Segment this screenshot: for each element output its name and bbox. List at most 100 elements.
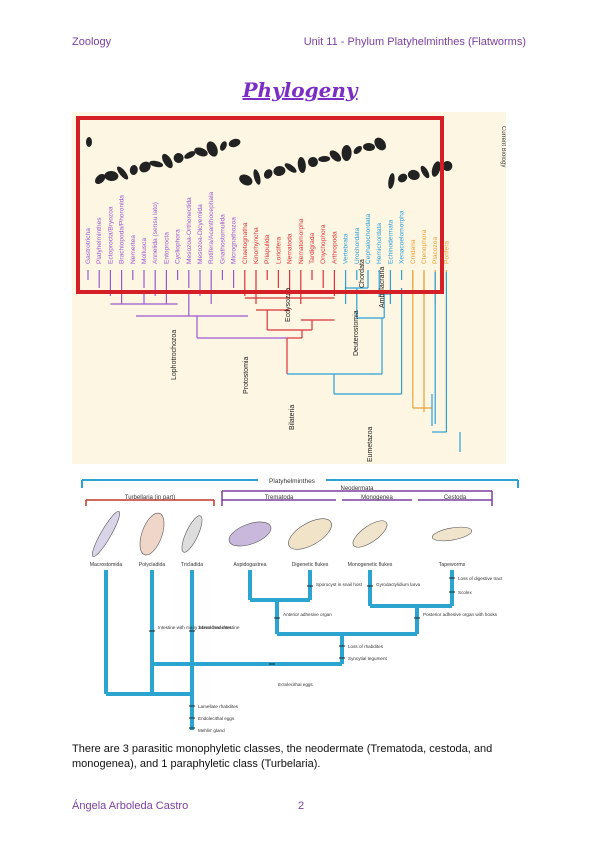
taxon-label-loricifera: Loricifera (275, 237, 282, 264)
organism-label-macrostomida: Macrostomida (90, 562, 123, 568)
animal-silhouette-vertebrata (341, 145, 352, 161)
trait-loss-rhabdites: Loss of rhabdites (348, 644, 384, 649)
animal-silhouette-hemichordata (374, 137, 387, 151)
clade-label-eumetazoa: Eumetazoa (367, 426, 374, 462)
cladogram-branches (81, 479, 519, 730)
organism-label-tricladida: Tricladida (181, 562, 203, 568)
phylum-label-bg (258, 474, 326, 485)
trait-intestine-many: Intestine with many lateral branches (158, 625, 232, 630)
worm-illustration-polycladida (139, 512, 165, 556)
taxon-label-annelida-sensu-lato: Annelida (sensu lato) (152, 202, 159, 264)
animal-silhouette-mollusca (139, 161, 151, 173)
clade-label-lophotrochozoa: Lophotrochozoa (171, 330, 178, 380)
animal-silhouette-mesozoa-orthonectida (184, 151, 196, 159)
trait-intestine-three: 3 branched intestine (198, 625, 240, 630)
trait-gyrodactylidium: Gyrodactylidium larva (376, 582, 421, 587)
organism-label-polycladida: Polycladida (139, 562, 166, 568)
animal-silhouette-kinorhyncha (253, 169, 261, 185)
figure-caption: There are 3 parasitic monophyletic class… (72, 743, 493, 770)
animal-silhouette-gnathostomulida (219, 141, 227, 151)
taxon-label-nematoda: Nematoda (287, 233, 294, 264)
animal-silhouette-platyhelminthes (95, 173, 106, 185)
animal-silhouette-porifera (442, 161, 453, 171)
animal-silhouette-cnidaria (407, 169, 420, 181)
trait-scolex: Scolex (458, 590, 472, 595)
trait-posterior-organ: Posterior adhesive organ with hooks (423, 612, 498, 617)
taxon-label-priapulida: Priapulida (264, 234, 271, 264)
taxon-label-arthropoda: Arthropoda (331, 231, 338, 264)
trematoda-label: Trematoda (265, 495, 294, 501)
taxon-label-placozoa: Placozoa (432, 237, 439, 264)
taxon-label-urochordata: Urochordata (354, 227, 361, 264)
taxon-label-nematomorpha: Nematomorpha (298, 218, 305, 264)
animal-silhouette-cycliophora (173, 153, 184, 163)
trait-ectolecithal-eggs: Ectolecithal eggs (278, 682, 313, 687)
footer-author: Ángela Arboleda Castro (72, 800, 189, 812)
animal-silhouette-mesozoa-dicyemida (194, 147, 208, 157)
trait-mehlis-gland: Mehlis' gland (198, 728, 225, 733)
animal-silhouette-gastrotricha (86, 137, 92, 147)
worm-illustration-macrostomida (91, 511, 121, 557)
organism-label-monogenetic-flukes: Monogenetic flukes (348, 562, 393, 568)
taxon-label-chaetognatha: Chaetognatha (242, 222, 249, 264)
highlight-box (76, 116, 444, 294)
phylum-label: Platyhelminthes (269, 478, 316, 485)
clade-label-bilateria: Bilateria (289, 405, 296, 430)
clade-label-ambulacraria: Ambulacraria (379, 267, 386, 308)
animal-silhouette-cephalochordata (363, 142, 375, 152)
animal-silhouette-urochordata (353, 145, 363, 155)
taxon-label-echinodermata: Echinodermata (387, 219, 394, 264)
worm-illustration-tapeworms (431, 526, 473, 542)
figure-credit: Current Biology (500, 126, 506, 167)
page-title: Phylogeny (242, 78, 358, 102)
taxon-label-gnathostomulida: Gnathostomulida (219, 214, 226, 264)
worm-illustration-aspidogastrea (228, 521, 272, 547)
taxon-label-kinorhyncha: Kinorhyncha (253, 227, 260, 264)
animal-silhouettes (86, 137, 453, 189)
animal-silhouette-brachiopoda-phoronida (117, 166, 129, 180)
taxon-label-mesozoa-orthonectida: Mesozoa-Orthonectida (186, 197, 193, 264)
neodermata-label: Neodermata (340, 486, 374, 492)
taxon-label-cnidaria: Cnidaria (410, 239, 417, 264)
taxon-label-mesozoa-dicyemida: Mesozoa-Dicyemida (197, 204, 204, 264)
animal-silhouette-annelida-sensu-lato (149, 160, 164, 168)
worm-illustration-tricladida (181, 515, 203, 553)
taxon-label-rotifera-acanthocephala: Rotifera/Acanthocephala (208, 191, 215, 264)
clade-label-protostomia: Protostomia (243, 357, 250, 394)
header-subject: Zoology (72, 36, 112, 48)
taxon-label-ctenophora: Ctenophora (421, 229, 428, 264)
taxon-label-gastrotricha: Gastrotricha (85, 228, 92, 264)
taxon-label-cycliophora: Cycliophora (175, 229, 182, 264)
taxon-label-ectoprocta-bryozoa: Ectoprocta/Bryozoa (107, 206, 114, 264)
trait-lamellate-rhabdites: Lamellate rhabdites (198, 704, 239, 709)
worm-illustration-digenetic-flukes (288, 518, 332, 550)
trait-syncytial-tegument: Syncytial tegument (348, 656, 388, 661)
animal-silhouette-loricifera (273, 165, 286, 177)
trait-sporocyst: Sporocyst in snail host (316, 582, 363, 587)
clade-label-deuterostomia: Deuterostomia (353, 310, 360, 356)
header-unit: Unit 11 - Phylum Platyhelminthes (Flatwo… (303, 36, 526, 48)
animal-silhouette-nematomorpha (297, 157, 306, 173)
worm-illustrations (91, 511, 473, 557)
trait-anterior-organ: Anterior adhesive organ (283, 612, 332, 617)
animal-silhouette-ectoprocta-bryozoa (104, 170, 119, 182)
cestoda-label: Cestoda (444, 495, 467, 501)
taxon-label-onychophora: Onychophora (320, 224, 327, 264)
taxon-label-mollusca: Mollusca (141, 238, 148, 264)
turbellaria-label: Turbellaria (in part) (125, 495, 175, 501)
clade-label-ecdysozoa: Ecdysozoa (285, 288, 292, 322)
organism-label-digenetic-flukes: Digenetic flukes (292, 562, 329, 568)
taxon-label-hemichordata: Hemichordata (376, 223, 383, 264)
animal-silhouette-chaetognatha (239, 174, 253, 186)
animal-silhouette-rotifera-acanthocephala (206, 141, 218, 157)
animal-silhouette-ctenophora (420, 165, 430, 179)
taxon-label-porifera: Porifera (443, 241, 450, 264)
taxon-label-entoprocta: Entoprocta (163, 232, 170, 264)
animal-silhouette-xenacoelomorpha (397, 173, 408, 183)
worm-illustration-monogenetic-flukes (352, 520, 388, 548)
